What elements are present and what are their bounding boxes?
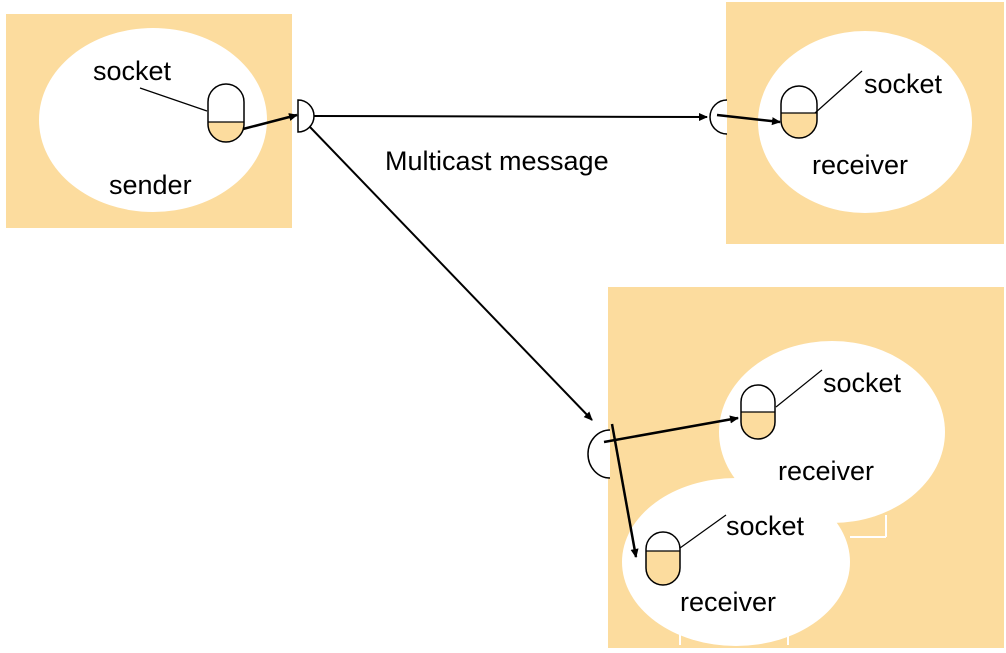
sender-label: sender [109, 170, 192, 200]
sender-host: socket sender [6, 14, 292, 228]
port-to-receiver-2-arrow [603, 415, 739, 444]
receiver-1-process [758, 31, 972, 213]
sender-socket-icon [207, 83, 245, 143]
receiver-3-socket-pointer [679, 514, 727, 549]
port-to-receiver-3-arrow [610, 423, 639, 558]
receiver-2-socket-pointer [775, 369, 823, 408]
receiver-host-2: socket receiver socket receiver [608, 287, 1004, 648]
multicast-message-label: Multicast message [385, 146, 609, 176]
receiver-host-1: socket receiver [726, 2, 1004, 244]
receiver-1-socket-icon [780, 85, 818, 139]
receiver-1-socket-label: socket [864, 69, 943, 99]
receiver-2-socket-icon [740, 384, 776, 440]
sender-process [39, 28, 267, 212]
receiver-1-port [709, 99, 728, 135]
sender-port [297, 99, 315, 133]
sender-socket-pointer [139, 87, 208, 112]
receiver-3-socket-icon [645, 531, 681, 586]
receiver-2-label: receiver [778, 456, 874, 486]
sender-socket-to-port-arrow [242, 113, 298, 131]
receiver-3-label: receiver [680, 587, 776, 617]
receiver-1-socket-pointer [814, 70, 863, 114]
multicast-arrow-to-receiver-host-2 [309, 126, 593, 421]
receiver-3-process [622, 478, 850, 646]
receiver-2-process [719, 341, 945, 523]
receiver-1-port-to-socket-arrow [716, 113, 781, 126]
receiver-1-label: receiver [812, 150, 908, 180]
sender-socket-label: socket [93, 56, 172, 86]
receiver-host-2-port [587, 429, 611, 479]
receiver-3-socket-label: socket [726, 511, 805, 541]
receiver-2-socket-label: socket [823, 368, 902, 398]
multicast-arrow-to-receiver-1 [313, 112, 708, 121]
